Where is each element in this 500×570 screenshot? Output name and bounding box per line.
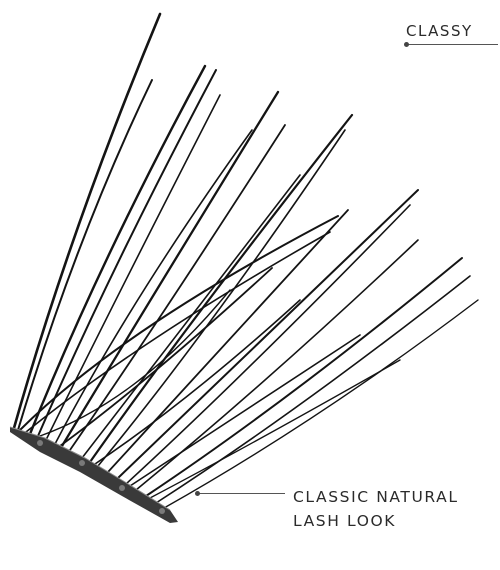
lash-strand <box>107 209 349 473</box>
lash-strand <box>17 79 153 431</box>
label-lash-look-line2: LASH LOOK <box>293 512 397 530</box>
lash-strand <box>12 12 162 430</box>
lash-strand <box>25 231 331 433</box>
label-lash-look-pointer-line <box>197 493 285 494</box>
lash-strand <box>88 113 354 464</box>
lash-base-band <box>9 426 178 523</box>
lash-strand <box>163 299 479 509</box>
label-classy-pointer-dot <box>404 42 409 47</box>
lash-strand <box>37 69 217 437</box>
lash-strand <box>145 257 463 497</box>
lash-strand <box>45 94 221 441</box>
lash-strand <box>59 267 273 447</box>
lash-strand <box>125 204 411 485</box>
lash-strand <box>117 189 419 479</box>
lash-strand <box>97 129 346 467</box>
lash-strands <box>12 12 479 509</box>
label-lash-look-line1: CLASSIC NATURAL <box>293 488 459 506</box>
lash-strand <box>39 289 231 437</box>
lash-strand <box>19 215 339 431</box>
label-lash-look-pointer-dot <box>195 491 200 496</box>
lash-strand <box>94 299 301 465</box>
lash-strand <box>155 275 471 504</box>
label-classy: CLASSY <box>406 22 473 40</box>
lash-strand <box>135 239 419 491</box>
lash-strand <box>28 64 207 436</box>
lash-strand <box>81 174 301 459</box>
lash-strand <box>60 90 280 448</box>
label-classy-pointer-line <box>406 44 498 45</box>
lash-strand <box>129 334 361 487</box>
lash-strand <box>69 124 286 451</box>
lash-strand <box>149 359 401 499</box>
lash-strand <box>54 129 253 445</box>
label-lash-look: CLASSIC NATURAL LASH LOOK <box>293 485 459 533</box>
